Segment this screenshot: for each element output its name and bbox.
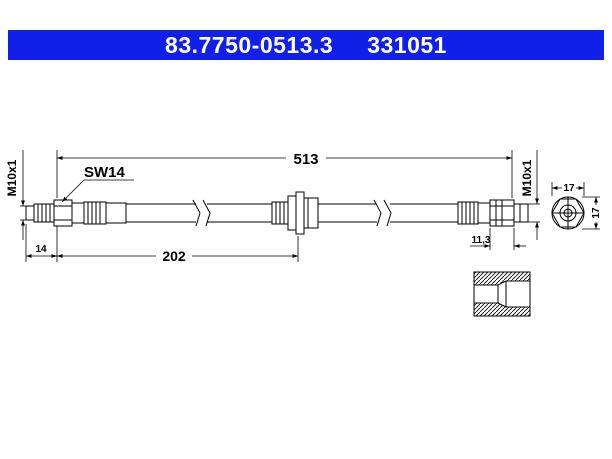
left-thread-label: M10x1 [5, 159, 19, 196]
right-thread-label: M10x1 [520, 159, 534, 196]
left-fitting [25, 199, 127, 227]
flare-seat-section [473, 271, 531, 317]
title-bar: 83.7750-0513.3 331051 [8, 30, 604, 60]
dimensions [20, 150, 600, 262]
part-number: 83.7750-0513.3 [165, 31, 334, 58]
dimension-labels: 513 SW14 14 202 11,3 17 17 M10x1 M10x1 [5, 151, 602, 264]
left-offset-label: 14 [35, 244, 47, 255]
length-label: 513 [293, 151, 318, 168]
mid-distance-label: 202 [162, 248, 186, 264]
part-code: 331051 [367, 31, 447, 58]
end-width-label: 17 [563, 183, 575, 194]
end-height-label: 17 [591, 207, 602, 219]
hex-end-view [551, 196, 585, 230]
wrench-size-label: SW14 [84, 164, 126, 181]
brake-hose [126, 199, 458, 227]
middle-bracket [271, 191, 319, 235]
right-fitting [457, 199, 529, 227]
right-fitting-label: 11,3 [472, 235, 491, 246]
